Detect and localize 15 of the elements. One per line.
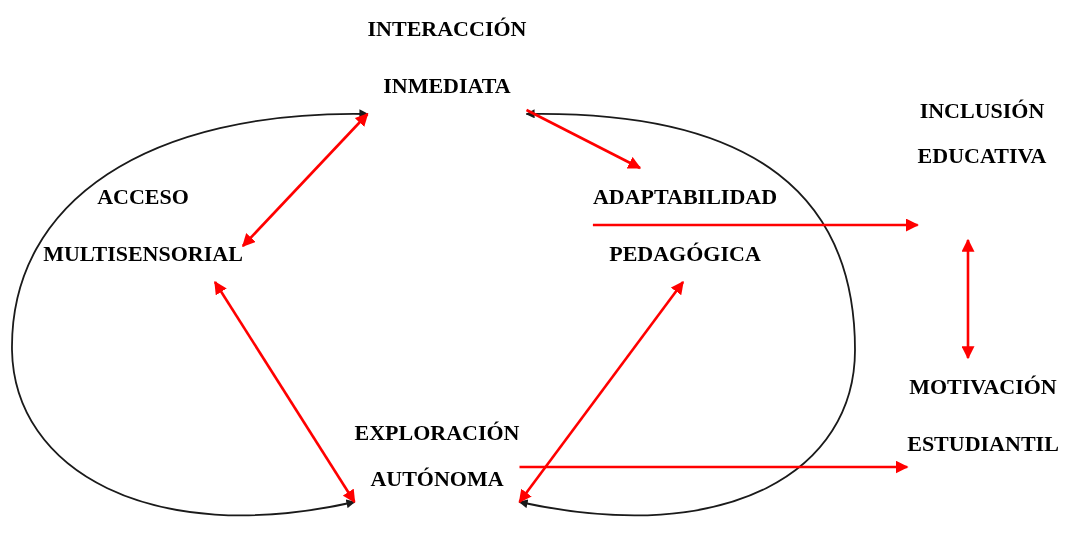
- arrow: [241, 113, 369, 247]
- arrow: [519, 460, 909, 474]
- curved-arrow: [11, 109, 369, 516]
- concept-label: INTERACCIÓN INMEDIATA: [367, 0, 527, 114]
- arrow: [592, 218, 919, 232]
- arrow: [961, 238, 975, 360]
- arrow: [525, 108, 642, 170]
- concept-label: ACCESO MULTISENSORIAL: [43, 168, 243, 282]
- arrow: [518, 280, 685, 504]
- arrow: [213, 280, 356, 504]
- concept-label: INCLUSIÓN EDUCATIVA: [917, 88, 1047, 240]
- concept-label: EXPLORACIÓN AUTÓNOMA: [354, 410, 520, 502]
- concept-label: ADAPTABILIDAD PEDAGÓGICA: [592, 168, 778, 282]
- concept-label: MOTIVACIÓN ESTUDIANTIL: [907, 358, 1059, 472]
- curved-arrow: [518, 109, 856, 516]
